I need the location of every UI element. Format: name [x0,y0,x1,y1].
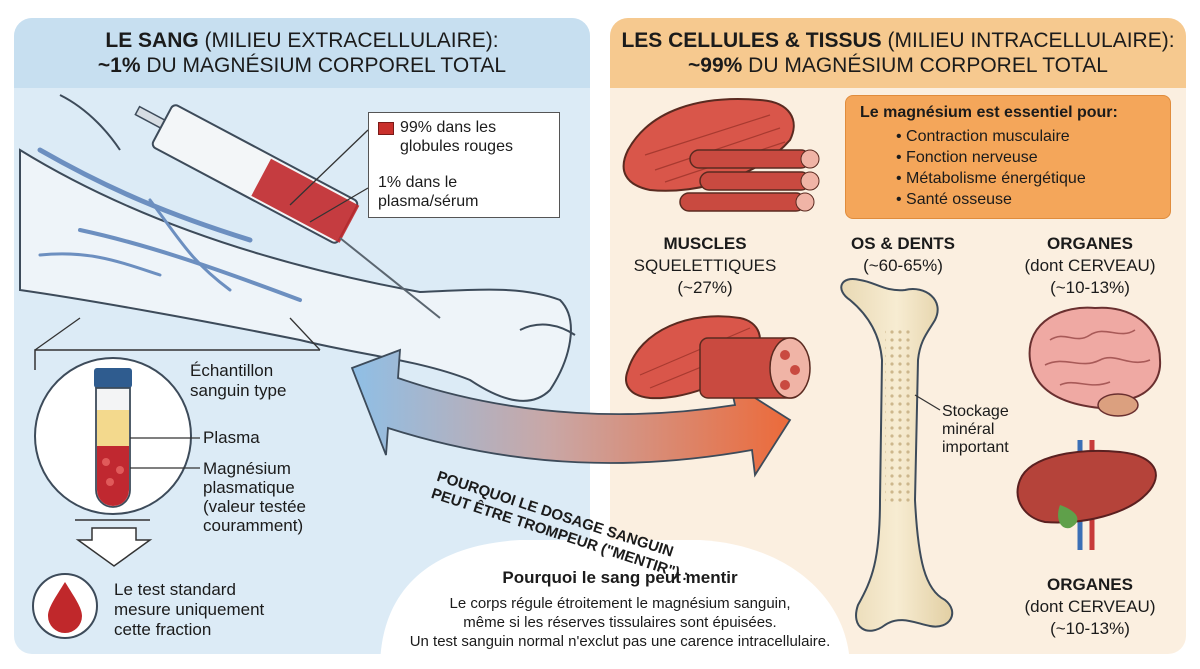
tissue-panel-subtitle: ~99% DU MAGNÉSIUM CORPOREL TOTAL [610,53,1186,78]
muscles-label: MUSCLES SQUELETTIQUES (~27%) [630,233,780,299]
sample-title-line-2: sanguin type [190,381,287,400]
curved-double-arrow [350,348,792,478]
femur-bone-illustration [840,278,954,632]
essential-list: • Contraction musculaire • Fonction nerv… [896,126,1086,210]
syringe-callout-line-top [289,129,369,206]
organs-label-bottom: ORGANES (dont CERVEAU) (~10-13%) [1010,574,1170,640]
test-note-line-1: Le test standard [114,580,236,599]
muscles-percent: (~27%) [677,278,733,297]
bone-note-line-2: minéral [942,421,995,438]
organs-top-title: ORGANES [1047,234,1133,253]
test-tube-illustration [34,357,192,515]
syringe-callout-box [368,112,560,218]
explanation-text: Le corps régule étroitement le magnésium… [385,594,855,651]
plasma-label: Plasma [203,428,260,447]
arm-illustration [19,94,576,402]
organs-top-percent: (~10-13%) [1050,278,1130,297]
blood-subtitle-rest: DU MAGNÉSIUM CORPOREL TOTAL [140,54,507,77]
brain-icon [1028,306,1162,417]
liver-icon [1016,440,1157,550]
bones-label: OS & DENTS (~60-65%) [838,233,968,277]
bones-title: OS & DENTS [851,234,955,253]
test-note-line-3: cette fraction [114,620,212,639]
blood-title-rest: (MILIEU EXTRACELLULAIRE): [198,29,499,52]
blood-drop-icon [32,573,98,639]
rbc-line-1: 99% dans les [400,119,497,136]
syringe-callout-plasma: 1% dans le plasma/sérum [378,173,478,211]
essential-functions-box: Le magnésium est essentiel pour: • Contr… [845,95,1171,219]
syringe-illustration [134,104,441,319]
essential-item: • Métabolisme énergétique [896,170,1086,187]
muscles-subtitle: SQUELETTIQUES [633,256,777,275]
tissue-title-rest: (MILIEU INTRACELLULAIRE): [881,29,1175,52]
tissue-subtitle-bold: ~99% [688,54,743,77]
plasma-line-2: plasma/sérum [378,193,479,210]
sample-title-line-1: Échantillon [190,361,274,380]
red-cells-swatch-icon [378,122,394,135]
blood-panel-header: LE SANG (MILIEU EXTRACELLULAIRE): ~1% DU… [14,18,590,88]
mg-line-2: plasmatique [203,478,295,497]
bracket-line-left [34,317,81,351]
muscle-illustration-bottom [625,315,811,400]
bracket-line-right [289,317,321,351]
mg-line-1: Magnésium [203,459,291,478]
bone-pointer [914,394,941,411]
plasma-magnesium-label: Magnésium plasmatique (valeur testée cou… [203,459,306,535]
bone-note-line-3: important [942,439,1009,456]
essential-item: • Contraction musculaire [896,128,1070,145]
muscle-illustration-top [622,98,820,212]
test-note-line-2: mesure uniquement [114,600,265,619]
bones-percent: (~60-65%) [863,256,943,275]
muscles-title: MUSCLES [663,234,747,253]
organs-top-subtitle: (dont CERVEAU) [1024,256,1156,275]
explanation-title: Pourquoi le sang peut mentir [502,568,738,587]
down-arrow-icon [75,527,153,567]
bone-storage-note: Stockage minéral important [942,403,1009,457]
syringe-callout-line-bottom [309,187,369,223]
organs-bottom-percent: (~10-13%) [1050,619,1130,638]
blood-subtitle-bold: ~1% [97,54,141,77]
tissue-panel-title: LES CELLULES & TISSUS (MILIEU INTRACELLU… [610,28,1186,53]
blood-title-bold: LE SANG [105,29,199,52]
bone-note-line-1: Stockage [942,403,1009,420]
plasma-line-1: 1% dans le [378,174,458,191]
essential-heading: Le magnésium est essentiel pour: [860,104,1118,121]
syringe-callout-rbc: 99% dans les globules rouges [400,118,513,156]
explanation-line-3: Un test sanguin normal n'exclut pas une … [409,633,831,650]
essential-item: • Fonction nerveuse [896,149,1038,166]
tissue-subtitle-rest: DU MAGNÉSIUM CORPOREL TOTAL [742,54,1108,77]
explanation-bubble [380,540,850,669]
tissue-panel-header: LES CELLULES & TISSUS (MILIEU INTRACELLU… [610,18,1186,88]
blood-panel-title: LE SANG (MILIEU EXTRACELLULAIRE): [14,28,590,53]
explanation-line-2: même si les réserves tissulaires sont ép… [463,614,777,631]
essential-item: • Santé osseuse [896,191,1012,208]
mg-line-4: couramment) [203,516,304,535]
organs-label-top: ORGANES (dont CERVEAU) (~10-13%) [1010,233,1170,299]
blood-panel-subtitle: ~1% DU MAGNÉSIUM CORPOREL TOTAL [14,53,590,78]
tissue-title-bold: LES CELLULES & TISSUS [621,29,882,52]
rbc-line-2: globules rouges [400,138,513,155]
organs-bottom-title: ORGANES [1047,575,1133,594]
standard-test-note: Le test standard mesure uniquement cette… [114,580,264,640]
mg-line-3: (valeur testée [203,497,306,516]
organs-bottom-subtitle: (dont CERVEAU) [1024,597,1156,616]
explanation-line-1: Le corps régule étroitement le magnésium… [449,595,791,612]
